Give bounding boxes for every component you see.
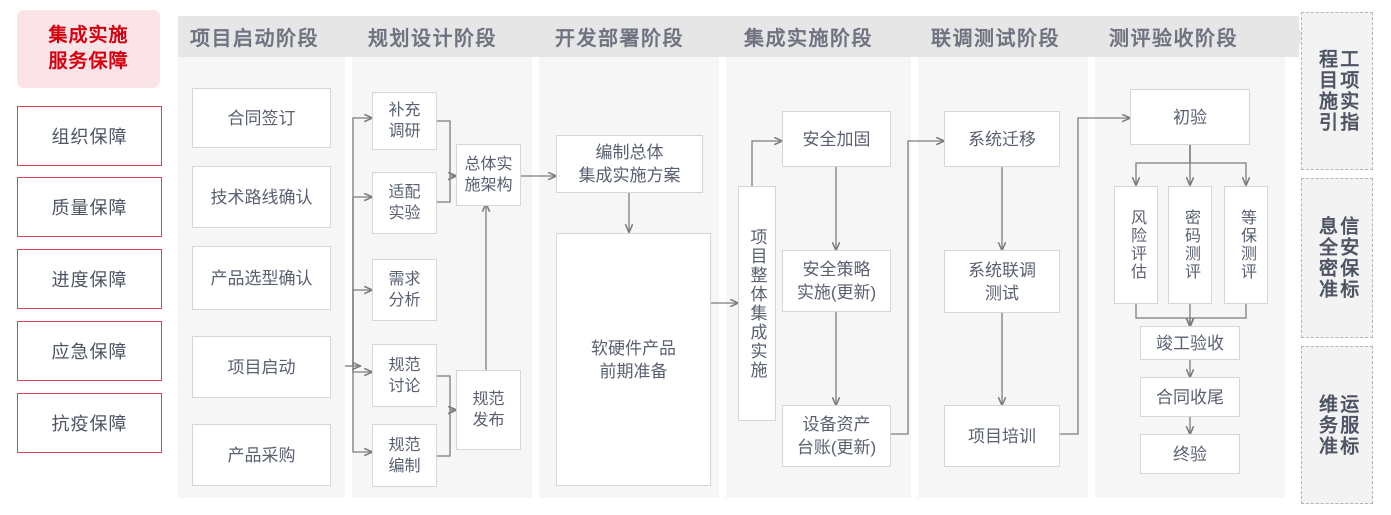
node-project-training[interactable]: 项目培训	[944, 405, 1060, 467]
node-line-1: 软硬件产品	[591, 338, 676, 358]
phase-header-dev-deploy[interactable]: 开发部署阶段	[539, 16, 735, 57]
node-security-policy-impl[interactable]: 安全策略实施(更新)	[782, 250, 891, 312]
node-line-1: 规范	[388, 436, 421, 454]
standard-engineering-project-impl-guide[interactable]: 程目施引 工项实指	[1301, 12, 1373, 170]
node-line-2: 编制	[388, 457, 421, 475]
node-spec-discussion[interactable]: 规范讨论	[372, 344, 437, 407]
phase-header-label: 测评验收阶段	[1109, 28, 1238, 50]
node-spec-drafting[interactable]: 规范编制	[372, 424, 437, 487]
node-line-2: 前期准备	[599, 361, 668, 381]
node-system-migration[interactable]: 系统迁移	[944, 111, 1060, 167]
standard-infosec-confidentiality[interactable]: 息全密准 信安保标	[1301, 178, 1373, 338]
node-line-1: 总体实	[464, 156, 513, 173]
guarantee-item-schedule[interactable]: 进度保障	[17, 249, 162, 309]
node-security-hardening[interactable]: 安全加固	[782, 111, 891, 167]
phase-header-label: 开发部署阶段	[555, 28, 684, 50]
node-line-2: 发布	[472, 412, 505, 429]
node-line-1: 系统联调	[968, 260, 1036, 280]
node-line-1: 安全策略	[802, 260, 871, 279]
node-product-procurement[interactable]: 产品采购	[192, 424, 331, 486]
node-preliminary-acceptance[interactable]: 初验	[1130, 89, 1250, 145]
standard-col-1: 程目施引	[1316, 49, 1337, 133]
node-risk-assessment[interactable]: 风险评估	[1114, 186, 1158, 304]
guarantee-title-line-2: 服务保障	[48, 51, 129, 72]
guarantee-item-epidemic[interactable]: 抗疫保障	[17, 393, 162, 453]
phase-header-label: 联调测试阶段	[931, 28, 1060, 50]
node-line-1: 设备资产	[802, 415, 871, 434]
node-line-2: 台账(更新)	[796, 438, 877, 457]
node-overall-integration-impl[interactable]: 项目整体集成实施	[738, 186, 776, 421]
node-final-acceptance[interactable]: 终验	[1140, 434, 1240, 474]
node-line-1: 规范	[388, 356, 421, 374]
node-supplementary-research[interactable]: 补充调研	[372, 92, 437, 150]
standard-label-2: 信安保标	[1337, 216, 1359, 300]
phase-header-label: 规划设计阶段	[368, 28, 497, 50]
node-mlps-evaluation[interactable]: 等保测评	[1224, 186, 1268, 304]
node-asset-ledger[interactable]: 设备资产台账(更新)	[782, 405, 891, 467]
guarantee-rail: 集成实施 服务保障 组织保障 质量保障 进度保障 应急保障 抗疫保障	[17, 10, 162, 505]
node-project-kickoff[interactable]: 项目启动	[192, 336, 331, 398]
standard-label: 息全密准	[1316, 216, 1337, 300]
node-line-1: 规范	[472, 391, 505, 408]
node-overall-impl-architecture[interactable]: 总体实施架构	[456, 144, 521, 206]
node-line-2: 集成实施方案	[578, 166, 681, 185]
phase-header-label: 集成实施阶段	[744, 28, 873, 50]
node-line-2: 施架构	[464, 177, 513, 194]
node-line-1: 补充	[388, 102, 421, 119]
phase-header-integration-impl[interactable]: 集成实施阶段	[726, 16, 929, 57]
node-system-joint-test[interactable]: 系统联调测试	[944, 250, 1060, 313]
node-adaptation-experiment[interactable]: 适配实验	[372, 172, 437, 234]
guarantee-title-line-1: 集成实施	[48, 25, 129, 46]
node-spec-release[interactable]: 规范发布	[456, 370, 521, 450]
standard-label: 维务准	[1316, 393, 1337, 457]
phase-header-label: 项目启动阶段	[190, 28, 319, 50]
phase-header-planning-design[interactable]: 规划设计阶段	[352, 16, 548, 57]
node-compile-overall-plan[interactable]: 编制总体集成实施方案	[556, 135, 703, 193]
node-line-1: 适配	[388, 184, 421, 201]
node-requirement-analysis[interactable]: 需求分析	[372, 259, 437, 321]
phase-header-joint-test[interactable]: 联调测试阶段	[918, 16, 1101, 57]
phase-header-project-kickoff[interactable]: 项目启动阶段	[178, 16, 357, 57]
node-line-2: 实验	[388, 205, 421, 222]
standard-label-2: 运服标	[1337, 393, 1359, 457]
node-contract-closeout[interactable]: 合同收尾	[1140, 377, 1240, 417]
node-tech-route-confirm[interactable]: 技术路线确认	[192, 166, 331, 228]
node-line-2: 分析	[388, 292, 421, 309]
guarantee-item-quality[interactable]: 质量保障	[17, 177, 162, 237]
node-line-1: 编制总体	[595, 143, 664, 162]
node-line-1: 需求	[388, 271, 421, 288]
phase-header-eval-acceptance[interactable]: 测评验收阶段	[1095, 16, 1299, 57]
node-contract-signing[interactable]: 合同签订	[192, 88, 331, 148]
node-line-2: 实施(更新)	[796, 283, 877, 302]
node-crypto-evaluation[interactable]: 密码测评	[1168, 186, 1212, 304]
standard-ops-service[interactable]: 维务准 运服标	[1301, 346, 1373, 504]
guarantee-rail-title: 集成实施 服务保障	[17, 10, 160, 88]
node-hw-sw-preparation[interactable]: 软硬件产品前期准备	[556, 233, 711, 486]
node-product-selection-confirm[interactable]: 产品选型确认	[192, 246, 331, 310]
node-completion-acceptance[interactable]: 竣工验收	[1140, 326, 1240, 360]
guarantee-item-emergency[interactable]: 应急保障	[17, 321, 162, 381]
node-line-2: 调研	[388, 123, 421, 140]
node-line-2: 测试	[985, 283, 1019, 303]
standard-label-2: 工项实指	[1337, 49, 1359, 133]
guarantee-item-organization[interactable]: 组织保障	[17, 106, 162, 166]
standard-label: 程目施引	[1316, 49, 1337, 133]
node-line-2: 讨论	[388, 377, 421, 395]
